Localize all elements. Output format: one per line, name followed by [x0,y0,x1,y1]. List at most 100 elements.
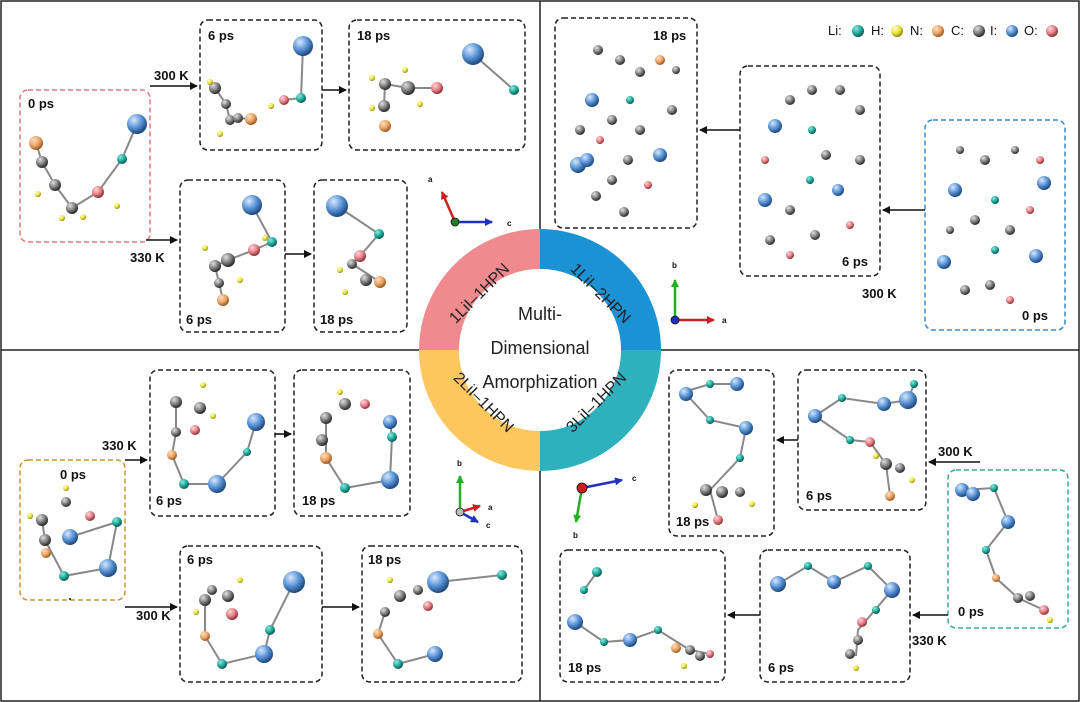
atom-c [700,484,712,496]
atom-o [713,515,723,525]
atom-h [681,663,687,669]
q1-axis-a-label: a [428,175,433,184]
ring-segment-q3 [419,350,540,471]
atom-o [248,244,260,256]
atom-h [193,609,199,615]
q1-330k-18ps-label: 18 ps [320,312,353,327]
atom-o [226,608,238,620]
q4-axis-c-arrow [581,477,623,490]
atom-i [768,119,782,133]
atom-h [237,577,243,583]
atom-h [749,501,755,507]
center-ring: 1LiI–1HPN 1LiI–2HPN 2LiI–1HPN 3LiI–1HPN … [419,229,661,471]
q4-330k-18ps-label: 18 ps [568,660,601,675]
atom-i [242,195,262,215]
atom-li [838,394,846,402]
q1-300k-18ps-chain [383,82,437,107]
atom-li [706,416,714,424]
atom-h [262,235,268,241]
q4-start-time-label: 0 ps [958,604,984,619]
atom-li [387,432,397,442]
atom-c [380,607,390,617]
atom-o [354,250,366,262]
q3-300k-6ps-label: 6 ps [187,552,213,567]
center-title-line-3: Amorphization [482,372,597,392]
atom-i [730,377,744,391]
atom-legend: Li: H: N: C: I: O: [828,23,1058,38]
atom-i [1001,515,1015,529]
atom-i [585,93,599,107]
atom-c [171,427,181,437]
atom-c [378,100,390,112]
atom-c [695,651,705,661]
atom-c [895,463,905,473]
atom-h [853,665,859,671]
atom-li [393,659,403,669]
atom-c [207,585,217,595]
q3-start-time-label: 0 ps [60,467,86,482]
atom-i [462,43,484,65]
atom-c [575,125,585,135]
atom-c [194,402,206,414]
atom-o [431,82,443,94]
q2-axis-a-label: a [722,316,727,325]
atom-h [217,131,223,137]
atom-li [374,229,384,239]
legend-label-h: H: [871,23,884,38]
q2-18ps-label: 18 ps [653,28,686,43]
atom-li [340,483,350,493]
atom-c [320,412,332,424]
atom-h [80,214,86,220]
atom-c [593,45,603,55]
atom-c [672,66,680,74]
q3-axis-b-label: b [457,459,462,468]
q3-300k-6ps-chain [204,581,295,666]
q2-6ps-cluster [758,85,865,259]
legend-label-c: C: [951,23,964,38]
legend-li-atom-icon [852,25,864,37]
center-title-line-1: Multi- [518,304,562,324]
snapshot-boxes [19,17,1069,683]
q4-axis-b-arrow [573,487,584,523]
q2-start-box [924,119,1066,331]
atom-i [899,391,917,409]
atom-c [1011,146,1019,154]
atom-i [580,153,594,167]
atom-i [567,614,583,630]
atom-h [369,105,375,111]
atom-li [736,454,744,462]
atom-h [210,413,216,419]
q3-330k-temp-label: 330 K [102,438,137,453]
atom-c [61,497,71,507]
atom-li [626,96,634,104]
atom-c [635,67,645,77]
atom-n [379,120,391,132]
atom-c [316,434,328,446]
atom-li [265,625,275,635]
q4-300k-18ps-box [668,369,775,537]
q4-axis-b-label: b [573,531,578,540]
atom-o [865,437,875,447]
legend-c-atom-icon [973,25,985,37]
atom-i [99,559,117,577]
atom-o [1036,156,1044,164]
atom-i [427,571,449,593]
q3-axis-origin [455,507,465,517]
atom-i [208,475,226,493]
atom-h [27,513,33,519]
atom-c [835,85,845,95]
q3-330k-6ps-label: 6 ps [156,493,182,508]
q1-330k-18ps-chain [336,205,381,283]
atom-li [991,196,999,204]
q1-300k-6ps-label: 6 ps [208,28,234,43]
q4-300k-6ps-box [797,369,927,511]
atom-i [827,575,841,589]
atom-li [808,126,816,134]
atom-li [991,246,999,254]
atom-h [207,79,213,85]
atom-c [615,55,625,65]
atom-h [369,75,375,81]
q1-300k-6ps-chain [214,87,252,122]
atom-h [337,267,343,273]
